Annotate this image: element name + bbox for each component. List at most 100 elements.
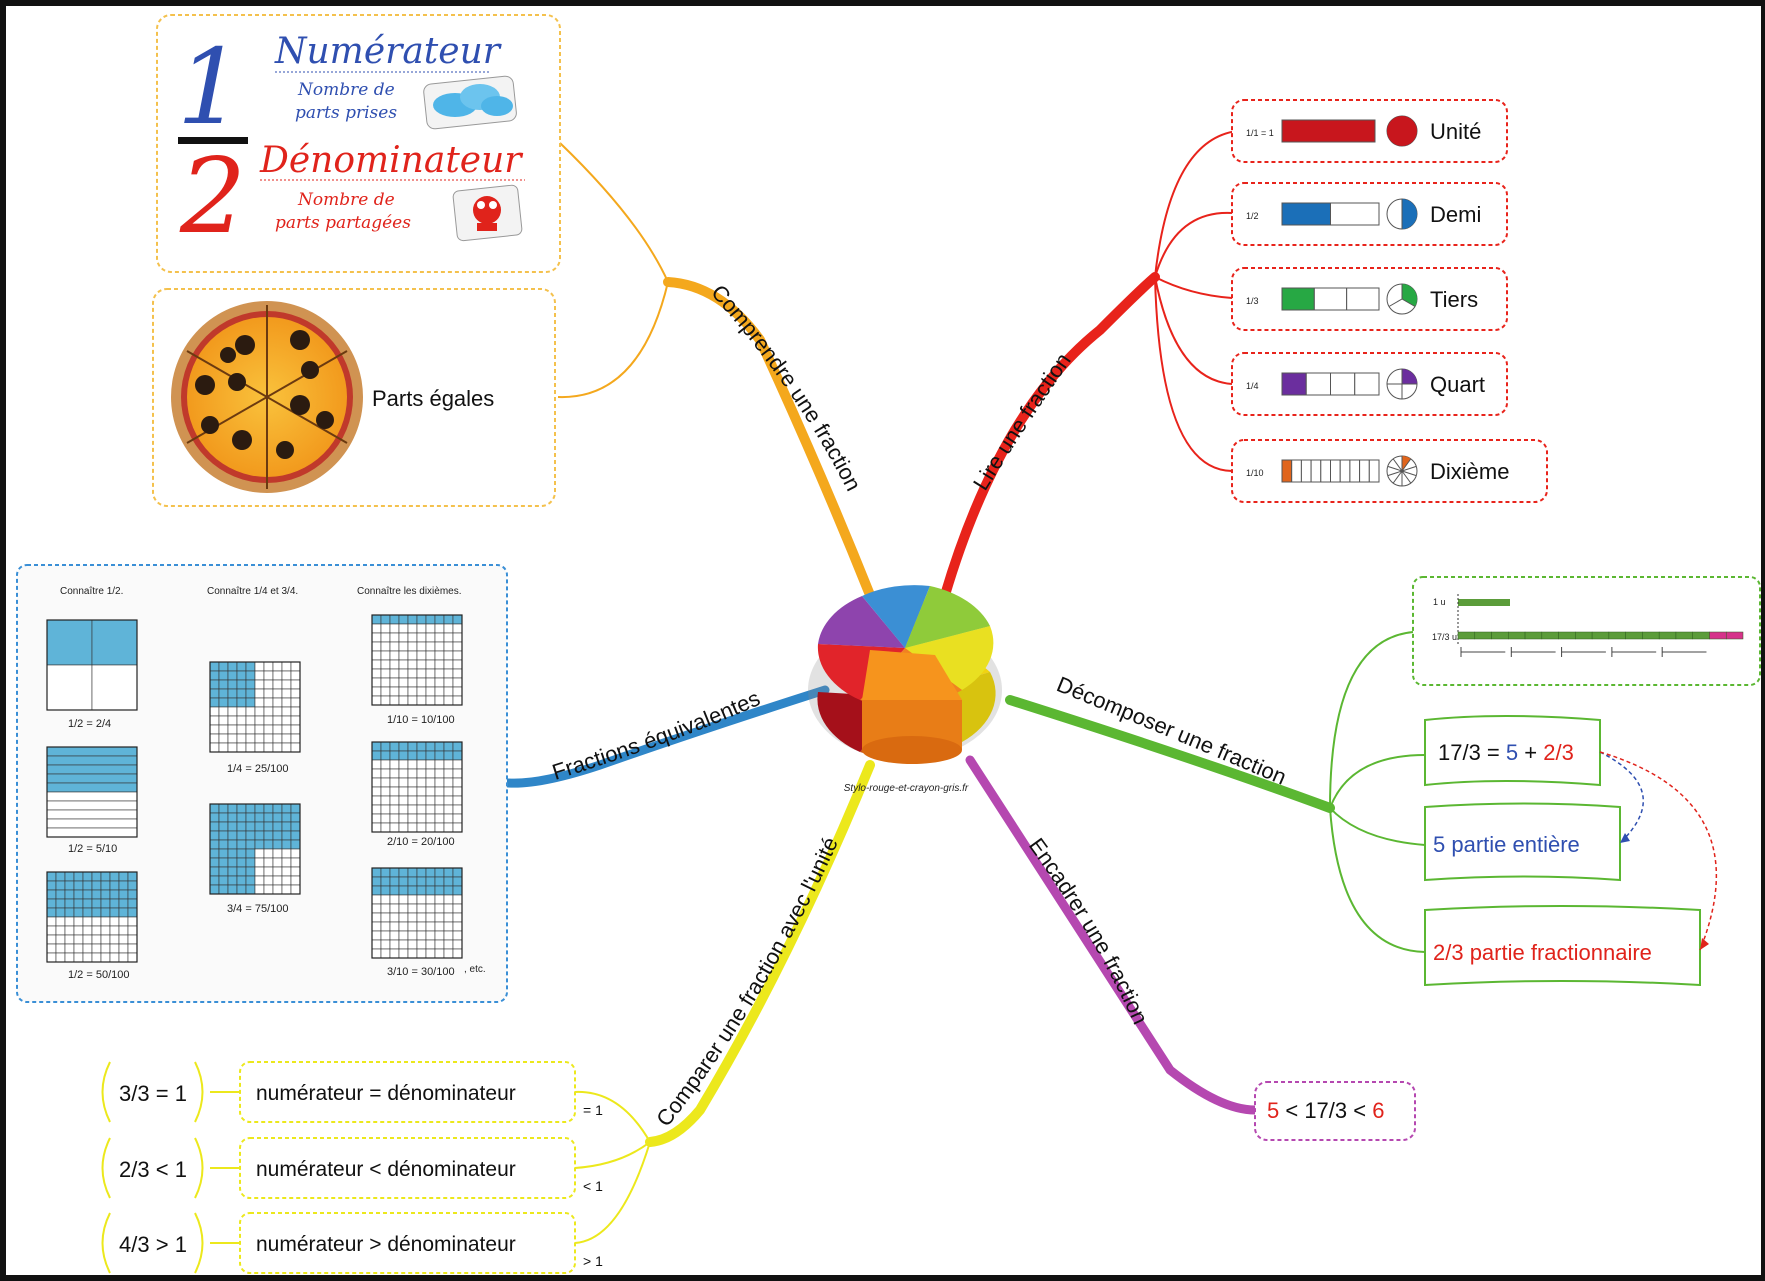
lire-card: 1/1 = 1 Unité — [1231, 99, 1508, 163]
numerator-desc-2: parts prises — [295, 103, 397, 123]
card-pizza: Parts égales — [152, 288, 556, 507]
lire-card: 1/4 Quart — [1231, 352, 1508, 416]
compare-example: 2/3 < 1 — [119, 1157, 187, 1182]
compare-example: 3/3 = 1 — [119, 1081, 187, 1106]
equiv-eq: 1/2 = 5/10 — [68, 843, 117, 855]
card-numerator-denominator: 1 2 Numérateur Nombre de parts prises Dé… — [156, 14, 561, 273]
lire-name: Demi — [1430, 202, 1481, 227]
compare-row: 2/3 < 1 numérateur < dénominateur < 1 — [101, 1137, 603, 1199]
arrow-whole — [1599, 751, 1645, 844]
equiv-col2-eqs: 1/4 = 25/100 3/4 = 75/100 — [227, 763, 288, 915]
lire-card: 1/2 Demi — [1231, 182, 1508, 246]
lire-fraction: 1/3 — [1246, 296, 1259, 306]
lire-card: 1/10 Dixième — [1231, 439, 1548, 503]
equiv-eq: 3/10 = 30/100 — [387, 966, 455, 978]
equiv-eq: 1/2 = 50/100 — [68, 969, 129, 981]
fraction-bar — [1281, 459, 1380, 483]
pizza-icon — [171, 301, 363, 493]
equiv-grid — [371, 614, 463, 706]
compare-rule: numérateur = dénominateur — [256, 1082, 516, 1105]
compare-example: 4/3 > 1 — [119, 1232, 187, 1257]
encadrer-text: 5 < 17/3 < 6 — [1267, 1098, 1384, 1123]
branch-label-decomposer: Décomposer une fraction — [1053, 672, 1290, 790]
numerator-desc-1: Nombre de — [297, 80, 395, 100]
equiv-eq: 1/10 = 10/100 — [387, 714, 455, 726]
denominator-desc-2: parts partagées — [275, 213, 411, 233]
center-caption: Stylo-rouge-et-crayon-gris.fr — [844, 783, 969, 794]
ruler-segments — [1457, 631, 1744, 657]
ruler-unit-label: 1 u — [1433, 597, 1446, 607]
compare-rule: numérateur > dénominateur — [256, 1233, 516, 1256]
compare-tag: > 1 — [583, 1253, 603, 1269]
equiv-col2-title: Connaître 1/4 et 3/4. — [207, 586, 298, 597]
fraction-bar — [1281, 372, 1380, 396]
equiv-eq: 1/2 = 2/4 — [68, 718, 111, 730]
equiv-col1-title: Connaître 1/2. — [60, 586, 123, 597]
fraction-pie-icon — [1386, 283, 1418, 315]
equiv-eq: 3/4 = 75/100 — [227, 903, 288, 915]
branch-label-comparer: Comparer une fraction avec l'unité — [651, 833, 843, 1131]
equiv-eq: 2/10 = 20/100 — [387, 836, 455, 848]
fraction-bar — [1281, 202, 1380, 226]
compare-row: 4/3 > 1 numérateur > dénominateur > 1 — [101, 1212, 603, 1274]
lire-name: Tiers — [1430, 287, 1478, 312]
lire-name: Dixième — [1430, 459, 1509, 484]
cloud-icon — [423, 75, 517, 130]
decomp-equation: 17/3 = 5 + 2/3 — [1438, 740, 1574, 765]
lire-card: 1/3 Tiers — [1231, 267, 1508, 331]
equiv-grid — [46, 746, 138, 838]
compare-tag: < 1 — [583, 1178, 603, 1194]
fraction-pie-icon — [1386, 198, 1418, 230]
compare-rule: numérateur < dénominateur — [256, 1158, 516, 1181]
pizza-label: Parts égales — [372, 386, 494, 411]
compare-row: 3/3 = 1 numérateur = dénominateur = 1 — [101, 1061, 603, 1123]
lire-fraction: 1/1 = 1 — [1246, 128, 1274, 138]
central-pie: Stylo-rouge-et-crayon-gris.fr — [808, 585, 1002, 794]
numerator-digit: 1 — [177, 26, 243, 148]
card-encadrer: 5 < 17/3 < 6 — [1254, 1081, 1416, 1141]
lire-cards: 1/1 = 1 Unité 1/2 Demi 1/3 Tiers 1/4 Quart 1/10 D… — [1231, 99, 1548, 503]
compare-tag: = 1 — [583, 1102, 603, 1118]
equiv-grid — [46, 619, 138, 711]
equiv-col3-title: Connaître les dixièmes. — [357, 586, 462, 597]
lire-fraction: 1/4 — [1246, 381, 1259, 391]
fraction-bar — [1281, 287, 1380, 311]
equiv-grid — [371, 741, 463, 833]
lire-fraction: 1/10 — [1246, 468, 1264, 478]
card-ruler: 1 u 17/3 u — [1412, 576, 1761, 686]
equiv-eq: 1/4 = 25/100 — [227, 763, 288, 775]
denominator-desc-1: Nombre de — [297, 190, 395, 210]
card-whole-part: 5 partie entière — [1424, 802, 1621, 882]
fraction-pie-icon — [1386, 115, 1418, 147]
ruler-total-label: 17/3 u — [1432, 632, 1457, 642]
card-equivalentes: Connaître 1/2. Connaître 1/4 et 3/4. Con… — [16, 564, 508, 1003]
card-equation: 17/3 = 5 + 2/3 — [1424, 715, 1601, 787]
lire-name: Quart — [1430, 372, 1485, 397]
fraction-pie-icon — [1386, 368, 1418, 400]
compare-rows: 3/3 = 1 numérateur = dénominateur = 1 2/3 <… — [101, 1061, 603, 1274]
branch-label-comprendre: Comprendre une fraction — [706, 280, 866, 495]
equiv-etc: , etc. — [464, 964, 486, 975]
whole-part-text: 5 partie entière — [1433, 832, 1580, 857]
lire-name: Unité — [1430, 119, 1481, 144]
equiv-col1-eqs: 1/2 = 2/4 1/2 = 5/10 1/2 = 50/100 — [68, 718, 129, 981]
equiv-grid — [371, 867, 463, 959]
denominator-digit: 2 — [179, 135, 246, 257]
numerator-title: Numérateur — [274, 31, 502, 72]
equiv-grids — [46, 614, 463, 963]
branch-label-encadrer: Encadrer une fraction — [1024, 833, 1153, 1028]
branch-lines — [210, 130, 1426, 1244]
equiv-grid — [209, 803, 301, 895]
fraction-part-text: 2/3 partie fractionnaire — [1433, 940, 1652, 965]
lire-fraction: 1/2 — [1246, 211, 1259, 221]
equiv-grid — [209, 661, 301, 753]
fraction-pie-icon — [1386, 455, 1418, 487]
fraction-bar — [1281, 119, 1376, 143]
branch-label-equivalentes: Fractions équivalentes — [549, 685, 764, 784]
equiv-col3-eqs: 1/10 = 10/100 2/10 = 20/100 3/10 = 30/10… — [387, 714, 486, 978]
monster-icon — [452, 184, 523, 242]
card-fraction-part: 2/3 partie fractionnaire — [1424, 905, 1701, 987]
equiv-grid — [46, 871, 138, 963]
